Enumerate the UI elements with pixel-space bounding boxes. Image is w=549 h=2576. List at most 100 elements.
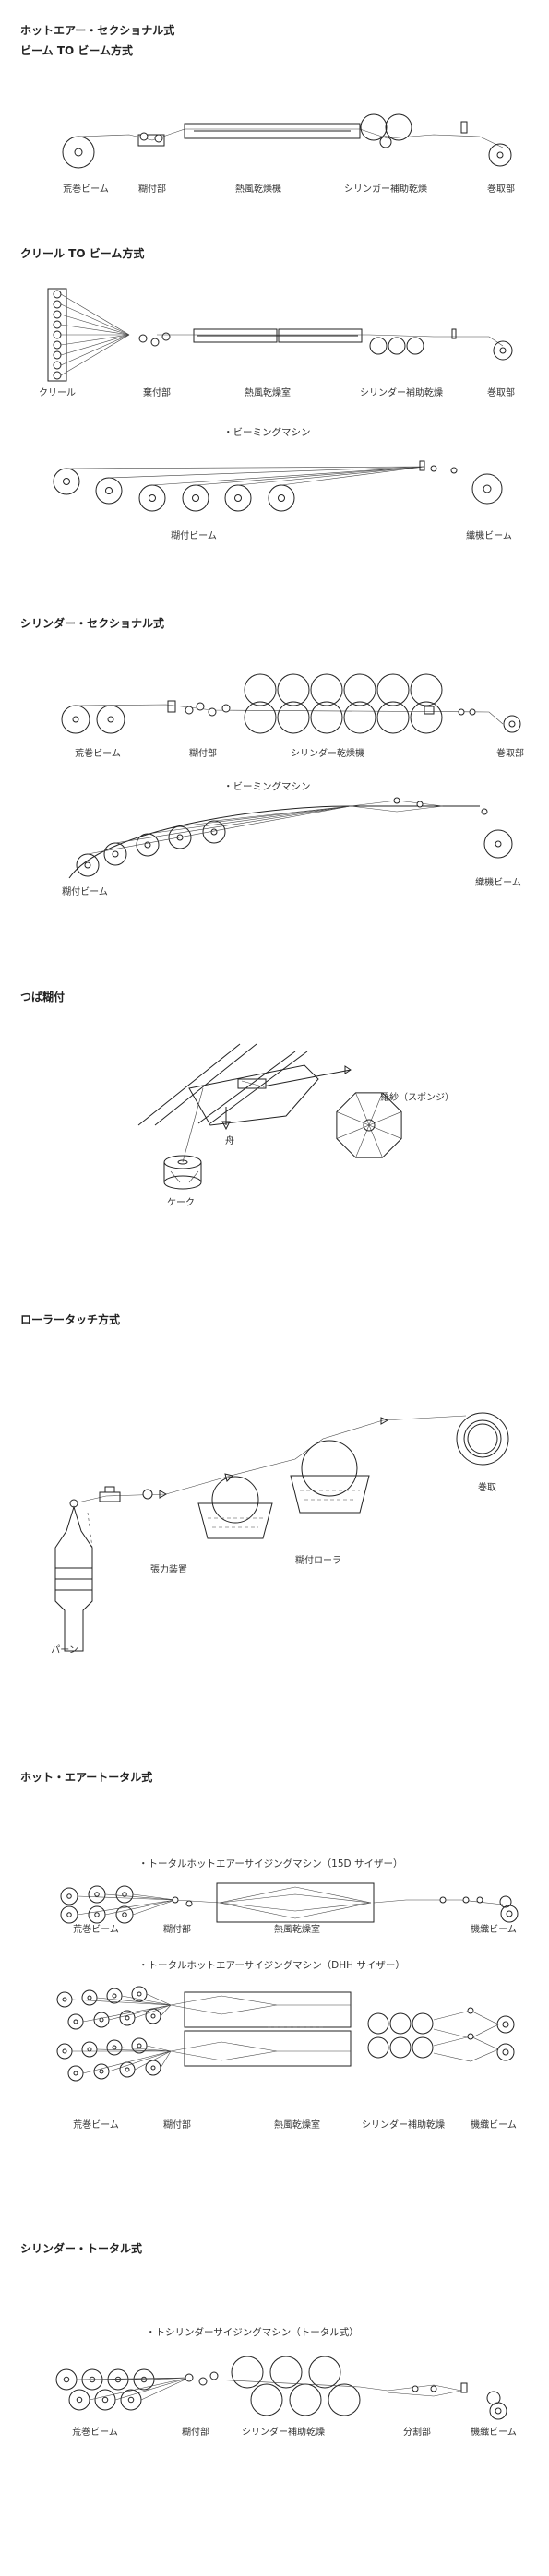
sized-beam [225,485,251,511]
label: 糊付部 [189,749,217,759]
sized-beam [96,478,122,504]
warp-beam [68,2066,83,2081]
warp-beam [120,2011,135,2025]
label: 機織ビーム [471,1925,517,1935]
warp-beam [146,2009,161,2024]
warp-beam [116,1886,133,1903]
diagram-cylinder-total [0,2343,549,2435]
diagram-cylinder-sectional [0,673,549,752]
label: 熱風乾燥室 [274,2120,320,2131]
label: 糊付ローラ [295,1556,341,1566]
label: 棄付部 [143,388,171,398]
warp-beam [132,2038,147,2053]
warp-beam [68,2014,83,2029]
warp-beam [63,137,94,168]
section-title: クリール TO ビーム方式 [20,247,145,260]
label: 巻取部 [487,388,515,398]
loom-beam [472,474,502,504]
label: 巻取部 [487,184,515,195]
section-title: ホットエアー・セクショナル式 [20,24,175,37]
diagram-15d-sizer [0,1872,549,1932]
dryer-cylinder [245,674,276,706]
sized-beam [77,854,99,876]
label: パーン [51,1645,78,1656]
section-title: ホット・エアートータル式 [20,1771,153,1784]
section-title: シリンダー・セクショナル式 [20,617,165,630]
label: 荒巻ビーム [73,2120,119,2131]
warp-beam [57,2044,72,2059]
label: シリンガー補助乾燥 [344,184,427,195]
size-bath [198,1503,272,1538]
dryer-cylinder [278,702,309,733]
dryer-cylinder [411,702,442,733]
dryer-cylinder [344,702,376,733]
warp-beam [82,1990,97,2005]
label: 舟 [225,1136,234,1146]
label: ケーク [167,1198,195,1208]
pirn [55,1507,92,1651]
sizing-roller [302,1441,357,1496]
diagram-beaming-machine-1 [0,443,549,526]
section-subtitle: ビーム TO ビーム方式 [20,44,134,57]
dryer-cylinder [311,674,342,706]
label: 熱風乾燥室 [274,1925,320,1935]
label: 糊付部 [138,184,166,195]
warp-beam [95,2390,115,2410]
cylinder [361,114,387,140]
label: 織機ビーム [475,878,521,888]
sub-title: ・ビーミングマシン [223,781,311,792]
label: 糊付部 [163,1925,191,1935]
dryer-cylinder [377,674,409,706]
section-title: シリンダー・トータル式 [20,2242,143,2255]
sized-beam [139,485,165,511]
warp-beam [107,2040,122,2055]
diagram-creel-to-beam [0,281,549,387]
diagram-hot-air-sectional [0,101,549,203]
warp-beam [62,706,90,733]
label: シリンダー補助乾燥 [242,2428,325,2438]
label: 熱風乾燥室 [245,388,291,398]
diagram-roller-touch [0,1383,549,1679]
section-title: ローラータッチ方式 [20,1313,121,1326]
label: 荒巻ビーム [63,184,109,195]
bobbin [54,311,61,318]
label: 張力装置 [150,1565,187,1575]
label: 機織ビーム [471,2120,517,2131]
bobbin [54,351,61,359]
sized-beam [137,834,159,856]
bobbin [54,321,61,328]
size-trough [189,1065,318,1125]
sub-title: ・トシリンダーサイジングマシン（トータル式） [146,2327,359,2338]
loom-beam [484,830,512,858]
felt-sponge [238,1079,266,1088]
warp-beam [97,706,125,733]
warp-beam [120,2062,135,2077]
label: 荒巻ビーム [73,1925,119,1935]
label: シリンダー乾燥機 [291,749,364,759]
sub-title: ・トータルホットエアーサイジングマシン（15D サイザー） [138,1858,403,1870]
sized-beam [183,485,209,511]
label: クリール [39,388,76,398]
cylinder [386,114,412,140]
label: 機織ビーム [471,2428,517,2438]
size-bath [291,1476,369,1513]
warp-beam [69,2390,90,2410]
warp-beam [94,2012,109,2027]
label: 羅紗（スポンジ） [380,1093,454,1103]
bobbin [54,341,61,349]
sized-beam [203,821,225,843]
warp-beam [107,1988,122,2003]
label: 分割部 [403,2428,431,2438]
warp-beam [89,1886,105,1903]
size-box [138,135,164,146]
label: 糊付部 [182,2428,209,2438]
label: シリンダー補助乾燥 [362,2120,445,2131]
dryer-cylinder [344,674,376,706]
hot-air-dryer [217,1883,374,1922]
bobbin [54,291,61,298]
sub-title: ・ビーミングマシン [223,427,311,438]
label: 巻取部 [496,749,524,759]
sub-title: ・トータルホットエアーサイジングマシン（DHH サイザー） [138,1960,405,1971]
label: シリンダー補助乾燥 [360,388,443,398]
sized-beam [54,469,79,494]
